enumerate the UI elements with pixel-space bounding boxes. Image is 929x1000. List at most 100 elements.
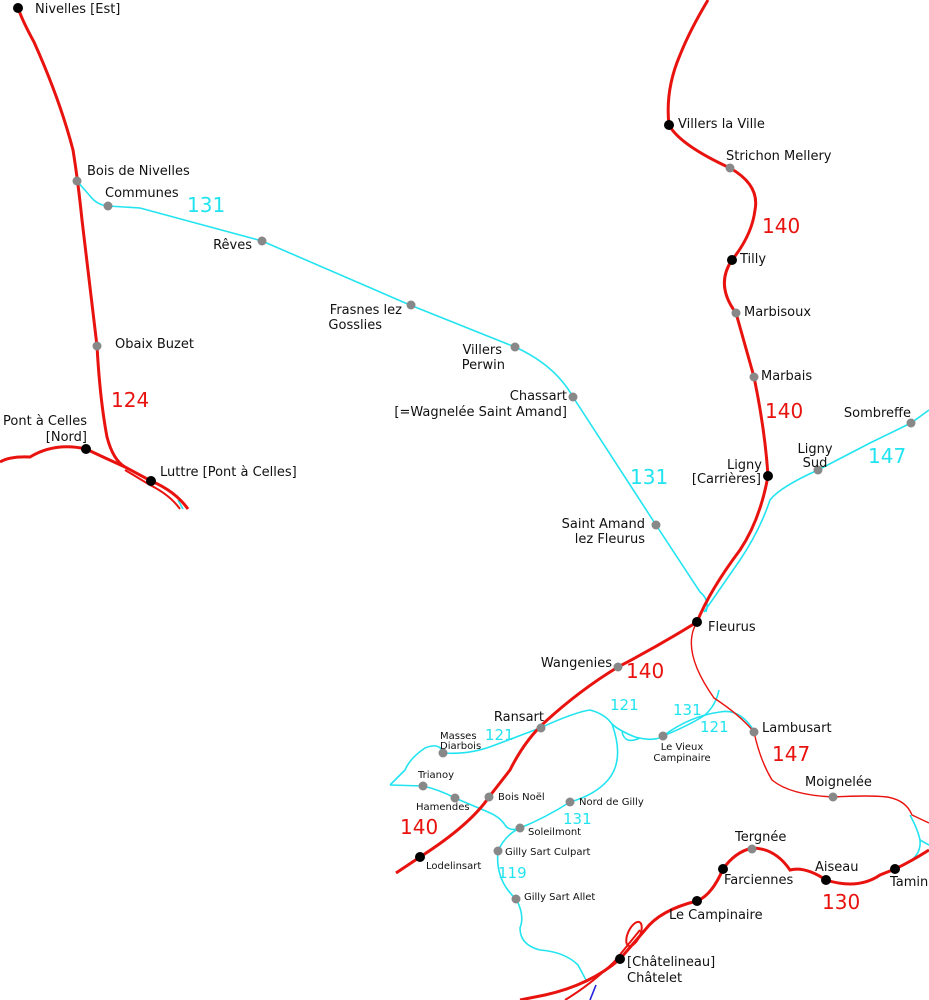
station-dot-farciennes [718, 864, 728, 874]
label-masses-diarbois-1: Masses [440, 731, 477, 742]
label-nord-de-gilly: Nord de Gilly [579, 797, 644, 808]
line-121-branch [662, 710, 755, 737]
line-121-loop [569, 723, 619, 803]
station-dot-communes [103, 201, 113, 211]
label-gilly-sart-allet: Gilly Sart Allet [524, 892, 595, 903]
label-chassart-2: [=Wagnelée Saint Amand] [394, 405, 567, 420]
station-dot-sombreffe [906, 418, 916, 428]
line-label-119: 119 [498, 864, 527, 882]
station-dot-saint-amand [651, 520, 661, 530]
label-hamendes: Hamendes [416, 802, 470, 813]
label-sombreffe: Sombreffe [844, 406, 911, 421]
label-lambusart: Lambusart [762, 721, 832, 736]
station-dot-trianoy [418, 781, 428, 791]
label-soleilmont: Soleilmont [528, 827, 581, 838]
label-le-campinaire: Le Campinaire [669, 908, 763, 923]
line-label-140-c: 140 [626, 659, 664, 683]
line-label-147-a: 147 [868, 444, 906, 468]
station-dot-nord-de-gilly [565, 797, 575, 807]
station-labels: Nivelles [Est] Bois de Nivelles Communes… [3, 2, 929, 986]
station-dot-frasnes [406, 300, 416, 310]
label-pont-a-celles-1: Pont à Celles [3, 414, 87, 429]
label-villers-perwin-1: Villers [462, 343, 502, 358]
label-tergnee: Tergnée [734, 830, 786, 845]
line-label-121-a: 121 [610, 696, 639, 714]
label-pont-a-celles-2: [Nord] [46, 430, 87, 445]
label-villers-la-ville: Villers la Ville [678, 117, 765, 132]
label-le-vieux-campinaire-2: Campinaire [653, 753, 710, 764]
line-130-spur [894, 814, 921, 869]
station-dot-tilly [727, 255, 737, 265]
label-marbisoux: Marbisoux [744, 305, 811, 320]
line-label-140-a: 140 [762, 214, 800, 238]
minor-stations [72, 163, 916, 904]
station-dot-strichon-mellery [725, 163, 735, 173]
station-dot-villers-la-ville [664, 120, 674, 130]
station-dot-villers-perwin [510, 342, 520, 352]
line-label-121-b: 121 [485, 726, 514, 744]
label-strichon-mellery: Strichon Mellery [726, 149, 832, 164]
label-masses-diarbois-2: Diarbois [440, 741, 481, 752]
station-dot-moignelee [828, 792, 838, 802]
label-saint-amand-1: Saint Amand [562, 517, 645, 532]
line-label-131-d: 131 [563, 810, 592, 828]
line-label-147-b: 147 [772, 742, 810, 766]
label-bois-noel: Bois Noël [498, 792, 545, 803]
station-dot-hamendes [450, 793, 460, 803]
label-communes: Communes [105, 186, 179, 201]
station-dot-marbais [749, 372, 759, 382]
line-label-140-d: 140 [400, 815, 438, 839]
label-ligny-carrieres-1: Ligny [727, 458, 762, 473]
label-tamines: Tamines [889, 875, 929, 890]
station-dot-chassart [568, 392, 578, 402]
line-121-track [389, 689, 720, 786]
label-aiseau: Aiseau [815, 860, 858, 875]
label-moignelee: Moignelée [805, 775, 872, 790]
line-label-131-c: 131 [673, 701, 702, 719]
line-label-124: 124 [111, 388, 149, 412]
line-124-track [16, 7, 190, 510]
station-dot-luttre [146, 476, 156, 486]
line-pont-a-celles-track [0, 445, 126, 469]
station-dot-bois-noel [484, 792, 494, 802]
label-ligny-carrieres-2: [Carrières] [692, 472, 761, 487]
label-wangenies: Wangenies [541, 656, 612, 671]
label-ligny-sud-2: Sud [803, 456, 828, 471]
label-tilly: Tilly [739, 252, 766, 267]
line-label-131-b: 131 [630, 465, 668, 489]
label-ligny-sud-1: Ligny [797, 442, 832, 457]
station-dot-gilly-sart-allet [511, 894, 521, 904]
label-marbais: Marbais [761, 369, 812, 384]
label-obaix-buzet: Obaix Buzet [115, 337, 194, 352]
label-farciennes: Farciennes [724, 873, 794, 888]
station-dot-chatelet [615, 954, 625, 964]
station-dot-lodelinsart [415, 852, 425, 862]
label-nivelles-est: Nivelles [Est] [35, 2, 120, 17]
junction-oval [625, 920, 643, 948]
line-119-track [389, 784, 571, 831]
label-saint-amand-2: lez Fleurus [575, 532, 645, 547]
line-140-north-track [666, 0, 770, 623]
station-dot-tamines [890, 864, 900, 874]
station-dot-ligny-carrieres [763, 471, 773, 481]
label-lodelinsart: Lodelinsart [426, 861, 481, 872]
station-dot-soleilmont [515, 823, 525, 833]
label-trianoy: Trianoy [417, 770, 454, 781]
label-frasnes-1: Frasnes lez [330, 303, 402, 318]
station-dot-le-campinaire [692, 896, 702, 906]
blue-line-stub [589, 984, 597, 1000]
station-dot-ligny-sud [813, 465, 823, 475]
line-131-track [76, 180, 708, 613]
line-label-121-c: 121 [700, 718, 729, 736]
station-dot-lambusart [749, 727, 759, 737]
label-chatelineau: [Châtelineau] [627, 955, 715, 970]
label-frasnes-2: Gosslies [328, 318, 382, 333]
major-stations [13, 3, 900, 964]
line-130-spur-b [919, 839, 929, 846]
label-gilly-sart-culpart: Gilly Sart Culpart [505, 847, 591, 858]
station-dot-gilly-sart-culpart [493, 846, 503, 856]
station-dot-ransart [536, 723, 546, 733]
station-dot-obaix-buzet [92, 341, 102, 351]
station-dot-bois-de-nivelles [72, 176, 82, 186]
